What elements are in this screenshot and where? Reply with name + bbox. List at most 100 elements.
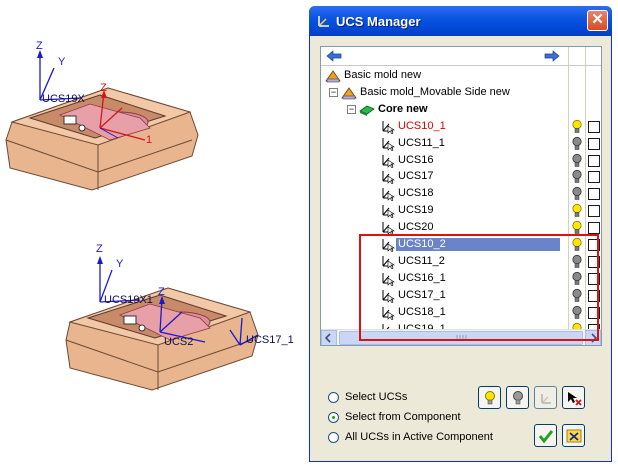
mold-part-bottom[interactable] xyxy=(65,287,259,391)
ok-button[interactable] xyxy=(534,424,557,447)
arrow-left-icon[interactable] xyxy=(325,48,343,64)
radio-button[interactable] xyxy=(328,432,339,443)
tree-item-label[interactable]: UCS16 xyxy=(398,153,434,166)
cancel-button[interactable] xyxy=(562,424,585,447)
tree-row[interactable]: UCS17 xyxy=(321,168,601,185)
tree-row[interactable]: − Basic mold_Movable Side new xyxy=(321,84,601,101)
visibility-checkbox[interactable] xyxy=(588,137,600,150)
collapse-toggle[interactable]: − xyxy=(347,103,356,114)
dialog-title: UCS Manager xyxy=(336,14,421,29)
ucs-move-icon xyxy=(541,394,551,404)
lightbulb-off-icon[interactable] xyxy=(571,305,583,320)
ucs-manager-dialog: UCS Manager ✕ Basic mold new−Basic mold_… xyxy=(309,6,612,462)
ucs-tree[interactable]: Basic mold new−Basic mold_Movable Side n… xyxy=(320,46,602,346)
axis-label-z: Z xyxy=(158,286,165,298)
tree-row[interactable]: UCS16 xyxy=(321,152,601,169)
radio-label: All UCSs in Active Component xyxy=(345,431,493,443)
tree-item-label[interactable]: UCS17 xyxy=(398,170,434,183)
lightbulb-off-icon[interactable] xyxy=(571,153,583,168)
highlight-annotation xyxy=(359,234,599,341)
tree-item-label[interactable]: Core new xyxy=(378,102,428,115)
visibility-checkbox[interactable] xyxy=(588,120,600,133)
scroll-left-button[interactable] xyxy=(321,330,337,345)
ucs-label: UCS17_1 xyxy=(246,334,294,346)
visibility-checkbox[interactable] xyxy=(588,222,600,235)
cancel-icon xyxy=(566,429,582,443)
core-component-icon xyxy=(359,105,375,116)
radio-select-ucss[interactable]: Select UCSs xyxy=(328,390,478,406)
horizontal-scrollbar[interactable] xyxy=(321,329,601,345)
tree-row[interactable]: − Core new xyxy=(321,101,601,118)
tree-header xyxy=(321,47,601,66)
tree-item-label[interactable]: UCS10_2 xyxy=(396,238,560,251)
tree-item-label[interactable]: UCS17_1 xyxy=(398,288,446,301)
lightbulb-on-icon[interactable] xyxy=(571,220,583,235)
close-button[interactable]: ✕ xyxy=(587,10,608,31)
visibility-checkbox[interactable] xyxy=(588,154,600,167)
move-ucs-button[interactable] xyxy=(534,386,557,409)
radio-button[interactable] xyxy=(328,392,339,403)
lightbulb-off-icon[interactable] xyxy=(571,254,583,269)
arrow-right-icon[interactable] xyxy=(543,48,561,64)
chevron-left-icon xyxy=(324,333,331,343)
tree-item-label[interactable]: UCS11_1 xyxy=(398,136,445,149)
collapse-toggle[interactable]: − xyxy=(329,86,338,97)
lightbulb-off-icon[interactable] xyxy=(571,271,583,286)
ucs-axes-icon xyxy=(382,306,395,320)
lightbulb-on-icon[interactable] xyxy=(571,119,583,134)
tree-row[interactable]: UCS10_2 xyxy=(321,236,601,253)
column-divider xyxy=(585,47,586,329)
tree-row[interactable]: Basic mold new xyxy=(321,67,601,84)
column-divider xyxy=(568,47,569,329)
ucs-axes-top[interactable] xyxy=(37,50,146,141)
mold-assembly-icon xyxy=(341,87,357,100)
lightbulb-off-icon[interactable] xyxy=(571,136,583,151)
lightbulb-on-icon[interactable] xyxy=(571,203,583,218)
ucs-label: 1 xyxy=(146,134,153,146)
ucs-icon xyxy=(318,16,329,27)
mold-assembly-icon xyxy=(325,70,341,83)
lightbulb-on-icon[interactable] xyxy=(571,237,583,252)
tree-item-label[interactable]: UCS18 xyxy=(398,187,434,200)
delete-ucs-button[interactable] xyxy=(562,386,585,409)
tree-row[interactable]: UCS18 xyxy=(321,185,601,202)
ucs-label: UCS19X xyxy=(42,93,85,105)
tree-item-label[interactable]: Basic mold_Movable Side new xyxy=(360,85,510,98)
ucs-label: UCS19X1 xyxy=(104,294,153,306)
radio-button[interactable] xyxy=(328,412,339,423)
ucs-axes-icon xyxy=(382,137,395,151)
show-ucs-button[interactable] xyxy=(478,386,501,409)
tree-item-label[interactable]: UCS10_1 xyxy=(398,119,446,132)
tree-item-label[interactable]: UCS16_1 xyxy=(398,271,446,284)
hide-ucs-button[interactable] xyxy=(506,386,529,409)
visibility-checkbox[interactable] xyxy=(588,188,600,201)
tree-row[interactable]: UCS20 xyxy=(321,219,601,236)
radio-all-ucss-active[interactable]: All UCSs in Active Component xyxy=(328,430,498,446)
cad-viewport[interactable]: Z Y UCS19X Z 1 Z Y UCS19X1 Z UCS2 UCS17_… xyxy=(0,0,308,468)
tree-row[interactable]: UCS11_2 xyxy=(321,253,601,270)
cursor-delete-icon xyxy=(568,392,582,406)
lightbulb-off-icon[interactable] xyxy=(571,186,583,201)
visibility-checkbox[interactable] xyxy=(588,205,600,218)
tree-item-label[interactable]: Basic mold new xyxy=(344,69,422,81)
ucs-axes-bottom[interactable] xyxy=(97,256,259,346)
lightbulb-off-icon[interactable] xyxy=(571,288,583,303)
scroll-thumb[interactable] xyxy=(339,331,583,345)
tree-row[interactable]: UCS10_1 xyxy=(321,118,601,135)
tree-row[interactable]: UCS11_1 xyxy=(321,135,601,152)
axis-label-y: Y xyxy=(58,56,66,68)
lightbulb-off-icon[interactable] xyxy=(571,169,583,184)
title-bar[interactable]: UCS Manager ✕ xyxy=(309,6,612,36)
tree-item-label[interactable]: UCS18_1 xyxy=(398,305,446,318)
tree-item-label[interactable]: UCS19 xyxy=(398,204,434,217)
mold-part-top[interactable] xyxy=(5,87,199,191)
ucs-axes-icon xyxy=(382,272,395,286)
lightbulb-on-icon xyxy=(485,391,495,405)
radio-select-from-component[interactable]: Select from Component xyxy=(328,410,478,426)
visibility-checkbox[interactable] xyxy=(588,171,600,184)
ucs-axes-icon xyxy=(382,289,395,303)
ucs-axes-icon xyxy=(382,205,395,219)
tree-item-label[interactable]: UCS11_2 xyxy=(398,254,445,267)
tree-row[interactable]: UCS19 xyxy=(321,202,601,219)
tree-item-label[interactable]: UCS20 xyxy=(398,221,434,234)
